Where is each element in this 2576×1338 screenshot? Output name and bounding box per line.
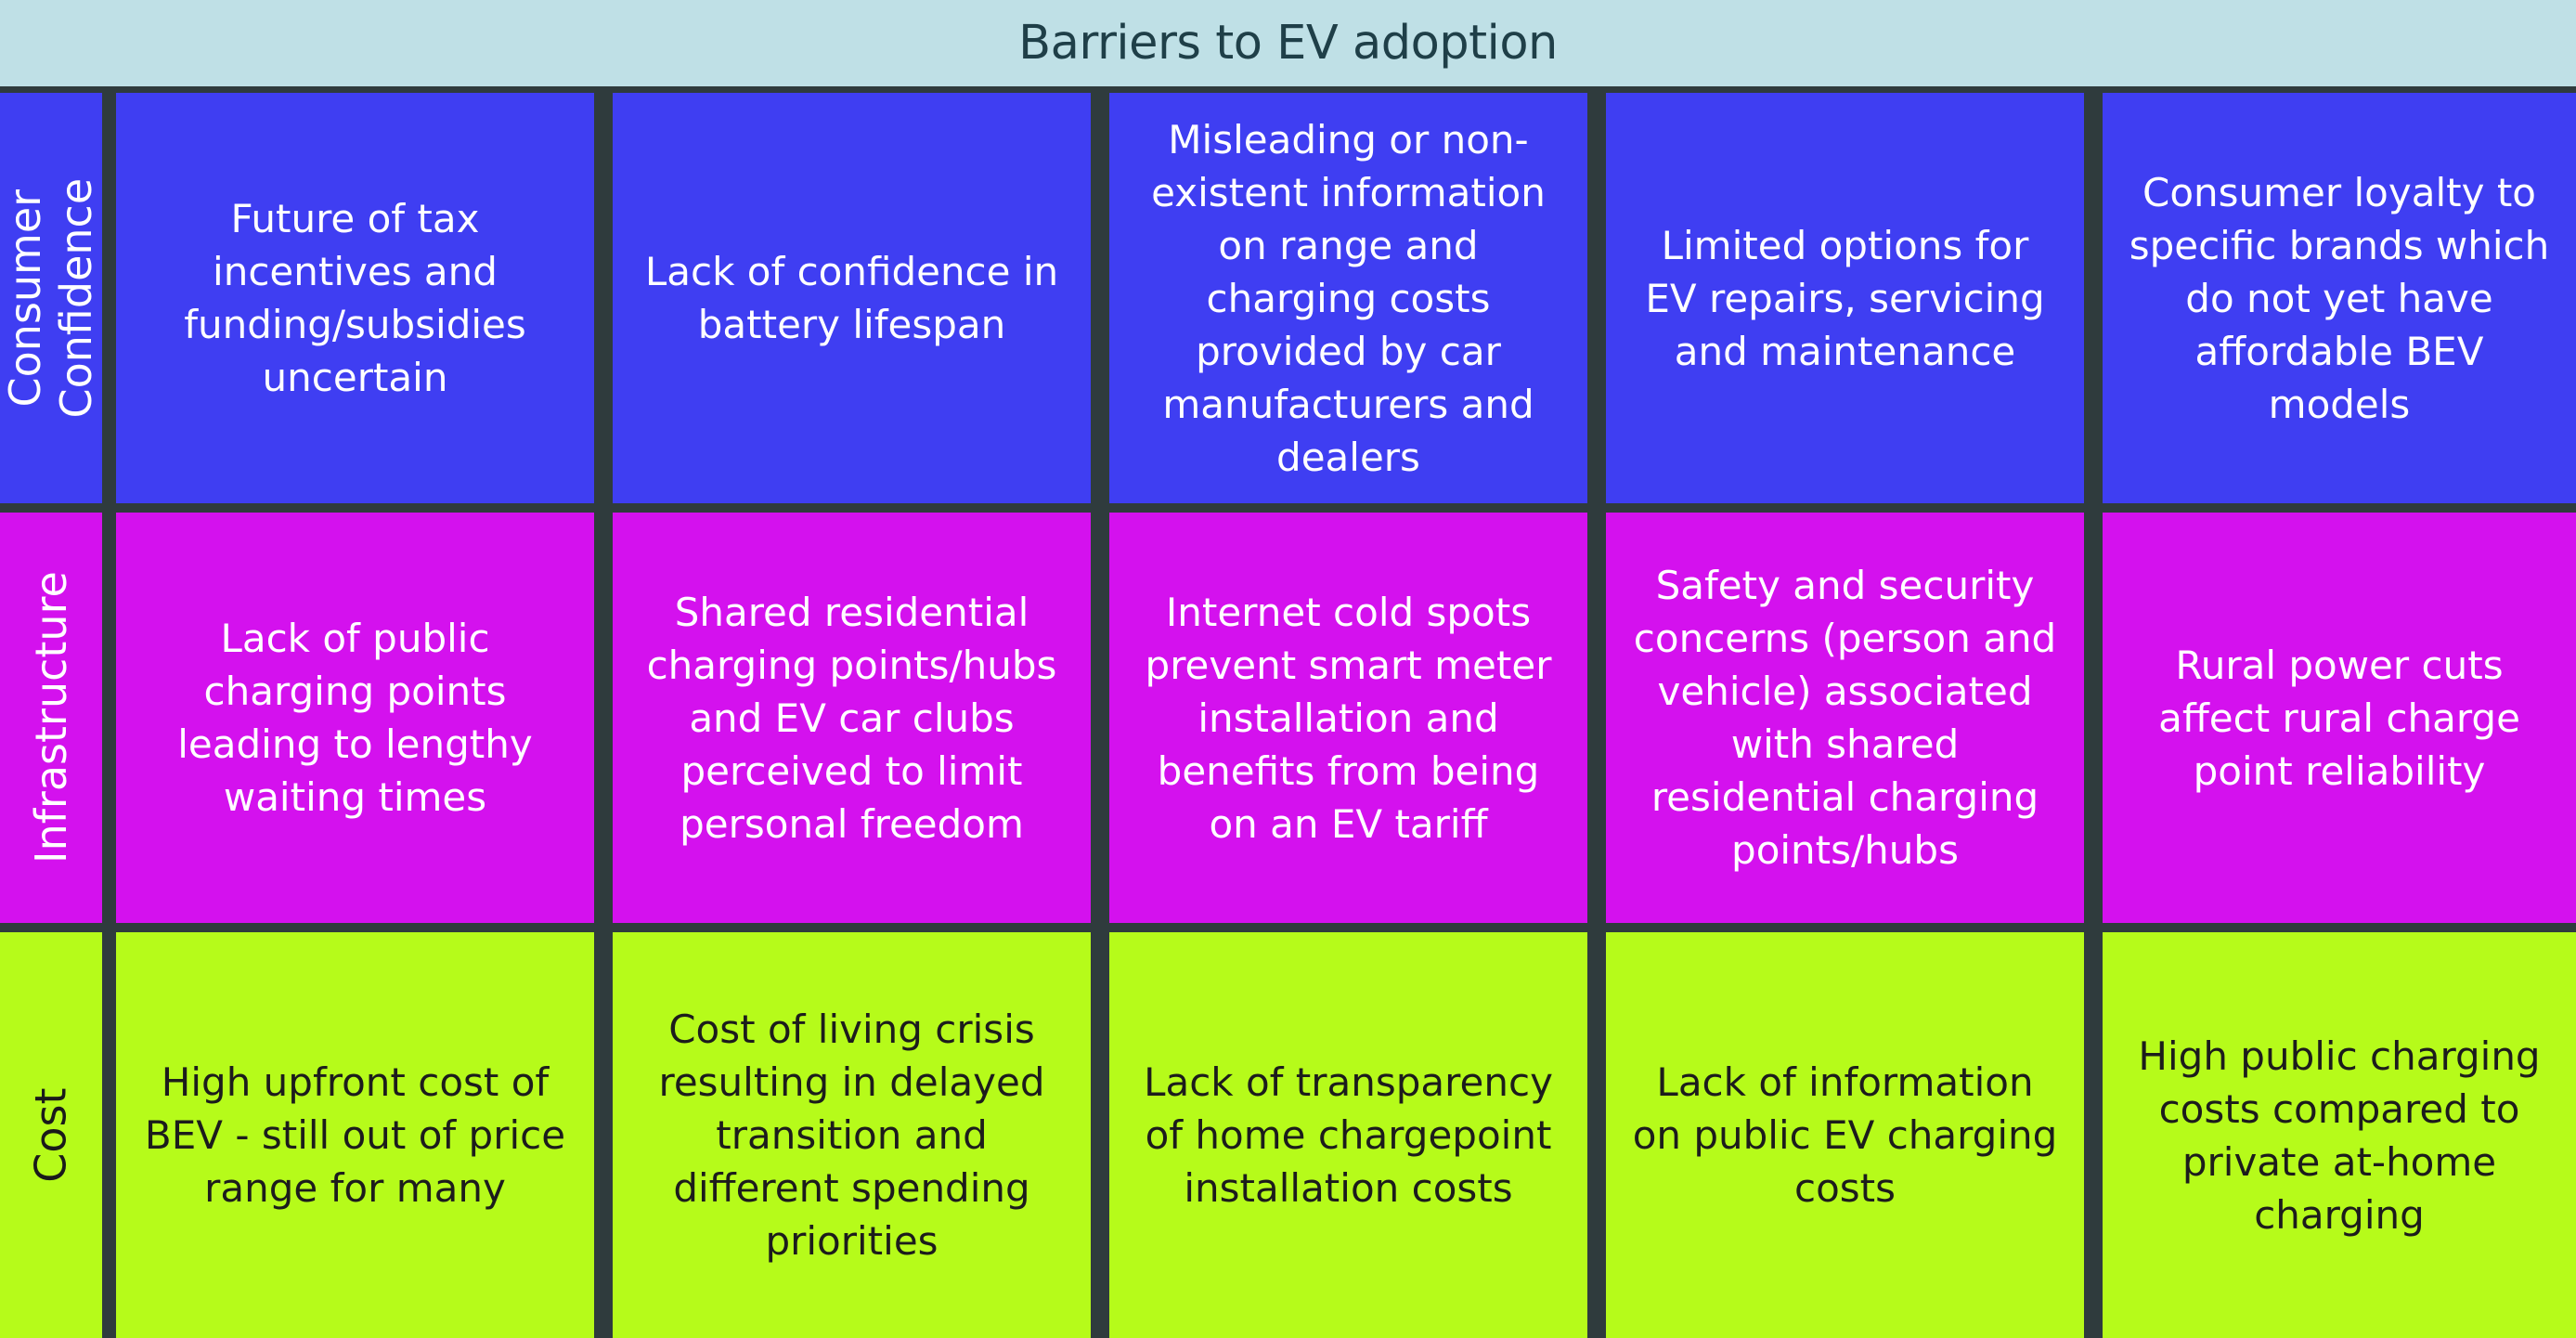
row-label-text: Infrastructure xyxy=(25,571,76,864)
cell-cost-5: High public charging costs compared to p… xyxy=(2103,932,2576,1338)
cell-infrastructure-1: Lack of public charging points leading t… xyxy=(116,513,594,923)
cell-consumer-confidence-2: Lack of confidence in battery lifespan xyxy=(613,93,1091,503)
cell-cost-4: Lack of information on public EV chargin… xyxy=(1606,932,2084,1338)
row-label-cost: Cost xyxy=(0,932,102,1338)
row-label-consumer-confidence: Consumer Confidence xyxy=(0,93,102,503)
cell-cost-1: High upfront cost of BEV - still out of … xyxy=(116,932,594,1338)
cell-consumer-confidence-3: Misleading or non-existent information o… xyxy=(1109,93,1587,503)
cell-infrastructure-4: Safety and security concerns (person and… xyxy=(1606,513,2084,923)
cell-cost-2: Cost of living crisis resulting in delay… xyxy=(613,932,1091,1338)
cell-consumer-confidence-4: Limited options for EV repairs, servicin… xyxy=(1606,93,2084,503)
cell-infrastructure-3: Internet cold spots prevent smart meter … xyxy=(1109,513,1587,923)
cell-consumer-confidence-5: Consumer loyalty to specific brands whic… xyxy=(2103,93,2576,503)
row-label-text: Consumer Confidence xyxy=(0,177,102,419)
page-title: Barriers to EV adoption xyxy=(0,0,2576,86)
row-label-text: Cost xyxy=(25,1087,76,1183)
row-label-infrastructure: Infrastructure xyxy=(0,513,102,923)
cell-consumer-confidence-1: Future of tax incentives and funding/sub… xyxy=(116,93,594,503)
cell-cost-3: Lack of transparency of home chargepoint… xyxy=(1109,932,1587,1338)
cell-infrastructure-5: Rural power cuts affect rural charge poi… xyxy=(2103,513,2576,923)
cell-infrastructure-2: Shared residential charging points/hubs … xyxy=(613,513,1091,923)
